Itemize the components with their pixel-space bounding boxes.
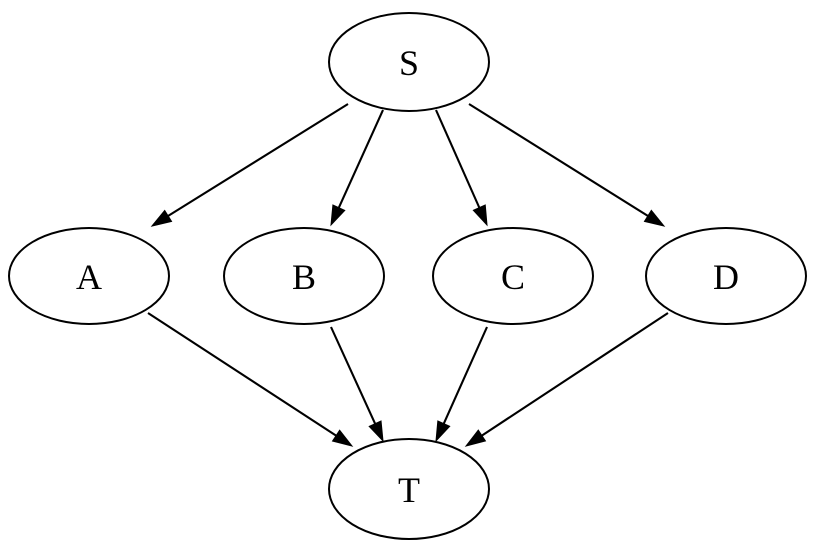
node-ellipse[interactable]	[645, 227, 807, 325]
edge-line	[478, 312, 669, 439]
graph-node-s[interactable]: S	[328, 12, 490, 112]
node-label: D	[713, 257, 739, 297]
edge-line	[435, 109, 482, 211]
node-label: T	[398, 470, 420, 510]
edge-s-a	[150, 103, 349, 227]
edge-line	[468, 103, 651, 219]
graph-node-t[interactable]: T	[328, 438, 490, 540]
arrowhead-icon	[472, 204, 488, 227]
graph-node-a[interactable]: A	[8, 227, 170, 325]
nodes-layer: S A B C D T	[8, 12, 807, 540]
node-label: C	[501, 257, 525, 297]
graph-node-b[interactable]: B	[223, 227, 385, 325]
edges-layer	[147, 103, 669, 447]
graph-node-c[interactable]: C	[432, 227, 594, 325]
node-label: B	[292, 257, 316, 297]
arrowhead-icon	[643, 209, 666, 227]
node-ellipse[interactable]	[328, 438, 490, 540]
node-label: A	[76, 257, 102, 297]
edge-s-d	[468, 103, 666, 227]
edge-s-c	[435, 109, 488, 227]
node-ellipse[interactable]	[223, 227, 385, 325]
edge-line	[165, 103, 349, 219]
edge-a-t	[147, 312, 354, 447]
edge-d-t	[464, 312, 669, 447]
node-ellipse[interactable]	[328, 12, 490, 112]
graph-node-d[interactable]: D	[645, 227, 807, 325]
edge-line	[336, 109, 384, 211]
edge-c-t	[435, 326, 488, 443]
edge-b-t	[330, 326, 384, 443]
edge-s-b	[330, 109, 384, 227]
edge-line	[330, 326, 378, 427]
edge-line	[441, 326, 488, 427]
node-ellipse[interactable]	[432, 227, 594, 325]
arrowhead-icon	[331, 429, 354, 447]
arrowhead-icon	[435, 420, 451, 443]
node-ellipse[interactable]	[8, 227, 170, 325]
arrowhead-icon	[330, 204, 346, 227]
edge-line	[147, 312, 340, 439]
arrowhead-icon	[368, 420, 384, 443]
arrowhead-icon	[464, 429, 487, 447]
node-label: S	[399, 43, 419, 83]
arrowhead-icon	[150, 209, 173, 227]
